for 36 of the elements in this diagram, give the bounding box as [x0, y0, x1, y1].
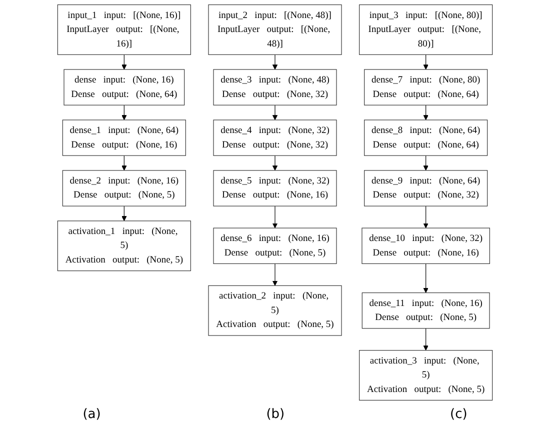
node-box: activation_2 input: (None, 5) Activation output: (None, 5) — [208, 285, 342, 336]
arrow — [423, 206, 428, 228]
arrow — [423, 328, 428, 351]
arrow — [272, 155, 278, 171]
node-box: dense_10 input: (None, 32) Dense output: (None, 16) — [362, 228, 490, 264]
arrow — [423, 263, 428, 293]
node-box: activation_3 input: (None, 5) Activation output: (None, 5) — [359, 350, 493, 401]
node-box: dense_4 input: (None, 32) Dense output: (None, 32) — [213, 120, 337, 156]
node-box: dense input: (None, 16) Dense output: (None, 64) — [64, 69, 185, 106]
arrow — [423, 54, 428, 70]
node-box: input_3 input: [(None, 80)] InputLayer output: [(None, 80)] — [359, 4, 493, 55]
node-box: dense_3 input: (None, 48) Dense output: (None, 32) — [213, 69, 337, 106]
arrow — [122, 155, 127, 171]
node-box: input_1 input: [(None, 16)] InputLayer output: [(None, 16)] — [57, 4, 191, 55]
panel-label: (c) — [450, 407, 468, 422]
node-box: dense_6 input: (None, 16) Dense output: (None, 5) — [213, 228, 337, 264]
node-box: dense_2 input: (None, 16) Dense output: (None, 5) — [62, 170, 186, 206]
node-box: activation_1 input: (None, 5) Activation output: (None, 5) — [57, 220, 191, 272]
arrow — [272, 54, 278, 70]
node-box: dense_9 input: (None, 64) Dense output: (None, 32) — [364, 170, 488, 206]
node-box: dense_11 input: (None, 16) Dense output: (None, 5) — [362, 292, 490, 329]
arrow — [423, 104, 428, 120]
panel-label: (a) — [82, 407, 101, 422]
arrow — [272, 104, 278, 120]
arrow — [423, 155, 428, 171]
node-box: dense_1 input: (None, 64) Dense output: (None, 16) — [62, 120, 186, 156]
arrow — [122, 104, 127, 120]
node-box: dense_8 input: (None, 64) Dense output: (None, 64) — [364, 120, 488, 156]
arrow — [272, 206, 278, 228]
node-box: input_2 input: [(None, 48)] InputLayer output: [(None, 48)] — [208, 4, 342, 55]
node-box: dense_5 input: (None, 32) Dense output: (None, 16) — [213, 170, 337, 206]
node-box: dense_7 input: (None, 80) Dense output: (None, 64) — [364, 69, 488, 106]
arrow — [122, 54, 127, 70]
arrow — [272, 263, 278, 286]
arrow — [122, 206, 127, 222]
panel-label: (b) — [266, 407, 285, 422]
